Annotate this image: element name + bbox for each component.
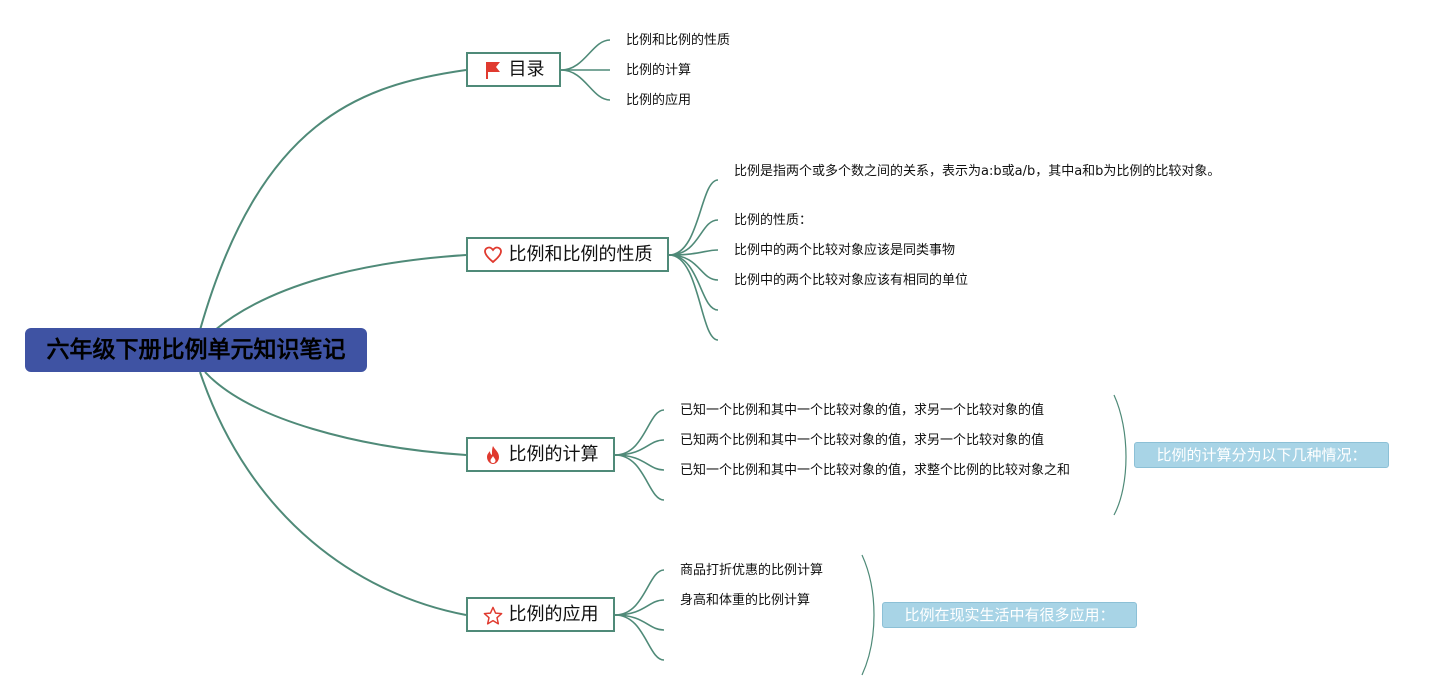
summary-application[interactable]: 比例在现实生活中有很多应用： [882,602,1137,628]
leaf-item[interactable]: 已知一个比例和其中一个比较对象的值，求整个比例的比较对象之和 [680,463,1071,478]
leaf-item[interactable]: 比例是指两个或多个数之间的关系，表示为a:b或a/b，其中a和b为比例的比较对象… [734,164,1221,179]
leaf-item[interactable]: 已知两个比例和其中一个比较对象的值，求另一个比较对象的值 [680,433,1045,448]
branch-calculation[interactable]: 比例的计算 [466,437,615,472]
leaf-item[interactable]: 比例的计算 [626,63,692,78]
branch-properties[interactable]: 比例和比例的性质 [466,237,669,272]
star-icon [483,605,503,625]
branch-label: 目录 [508,59,545,80]
connector-root-calculation [204,371,467,456]
summary-calculation[interactable]: 比例的计算分为以下几种情况： [1134,442,1389,468]
connector-root-application [199,371,467,616]
leaf-item[interactable]: 已知一个比例和其中一个比较对象的值，求另一个比较对象的值 [680,403,1045,418]
leaf-item[interactable]: 比例中的两个比较对象应该是同类事物 [734,243,956,258]
summary-bracket-application [861,554,875,676]
leaf-item[interactable]: 商品打折优惠的比例计算 [680,563,824,578]
branch-toc[interactable]: 目录 [466,52,561,87]
connector-root-properties [214,254,467,331]
leaf-item[interactable]: 身高和体重的比例计算 [680,593,811,608]
branch-label: 比例的计算 [508,444,599,465]
leaf-item[interactable]: 比例的性质： [734,213,813,228]
branch-application[interactable]: 比例的应用 [466,597,615,632]
branch-label: 比例的应用 [508,604,599,625]
root-topic[interactable]: 六年级下册比例单元知识笔记 [25,328,367,372]
summary-bracket-calculation [1113,394,1127,516]
branch-label: 比例和比例的性质 [508,244,653,265]
leaf-item[interactable]: 比例和比例的性质 [626,33,731,48]
flag-icon [483,60,503,80]
heart-icon [483,245,503,265]
leaf-item[interactable]: 比例中的两个比较对象应该有相同的单位 [734,273,969,288]
fire-icon [483,445,503,465]
leaf-item[interactable]: 比例的应用 [626,93,692,108]
connector-root-toc [199,69,467,331]
